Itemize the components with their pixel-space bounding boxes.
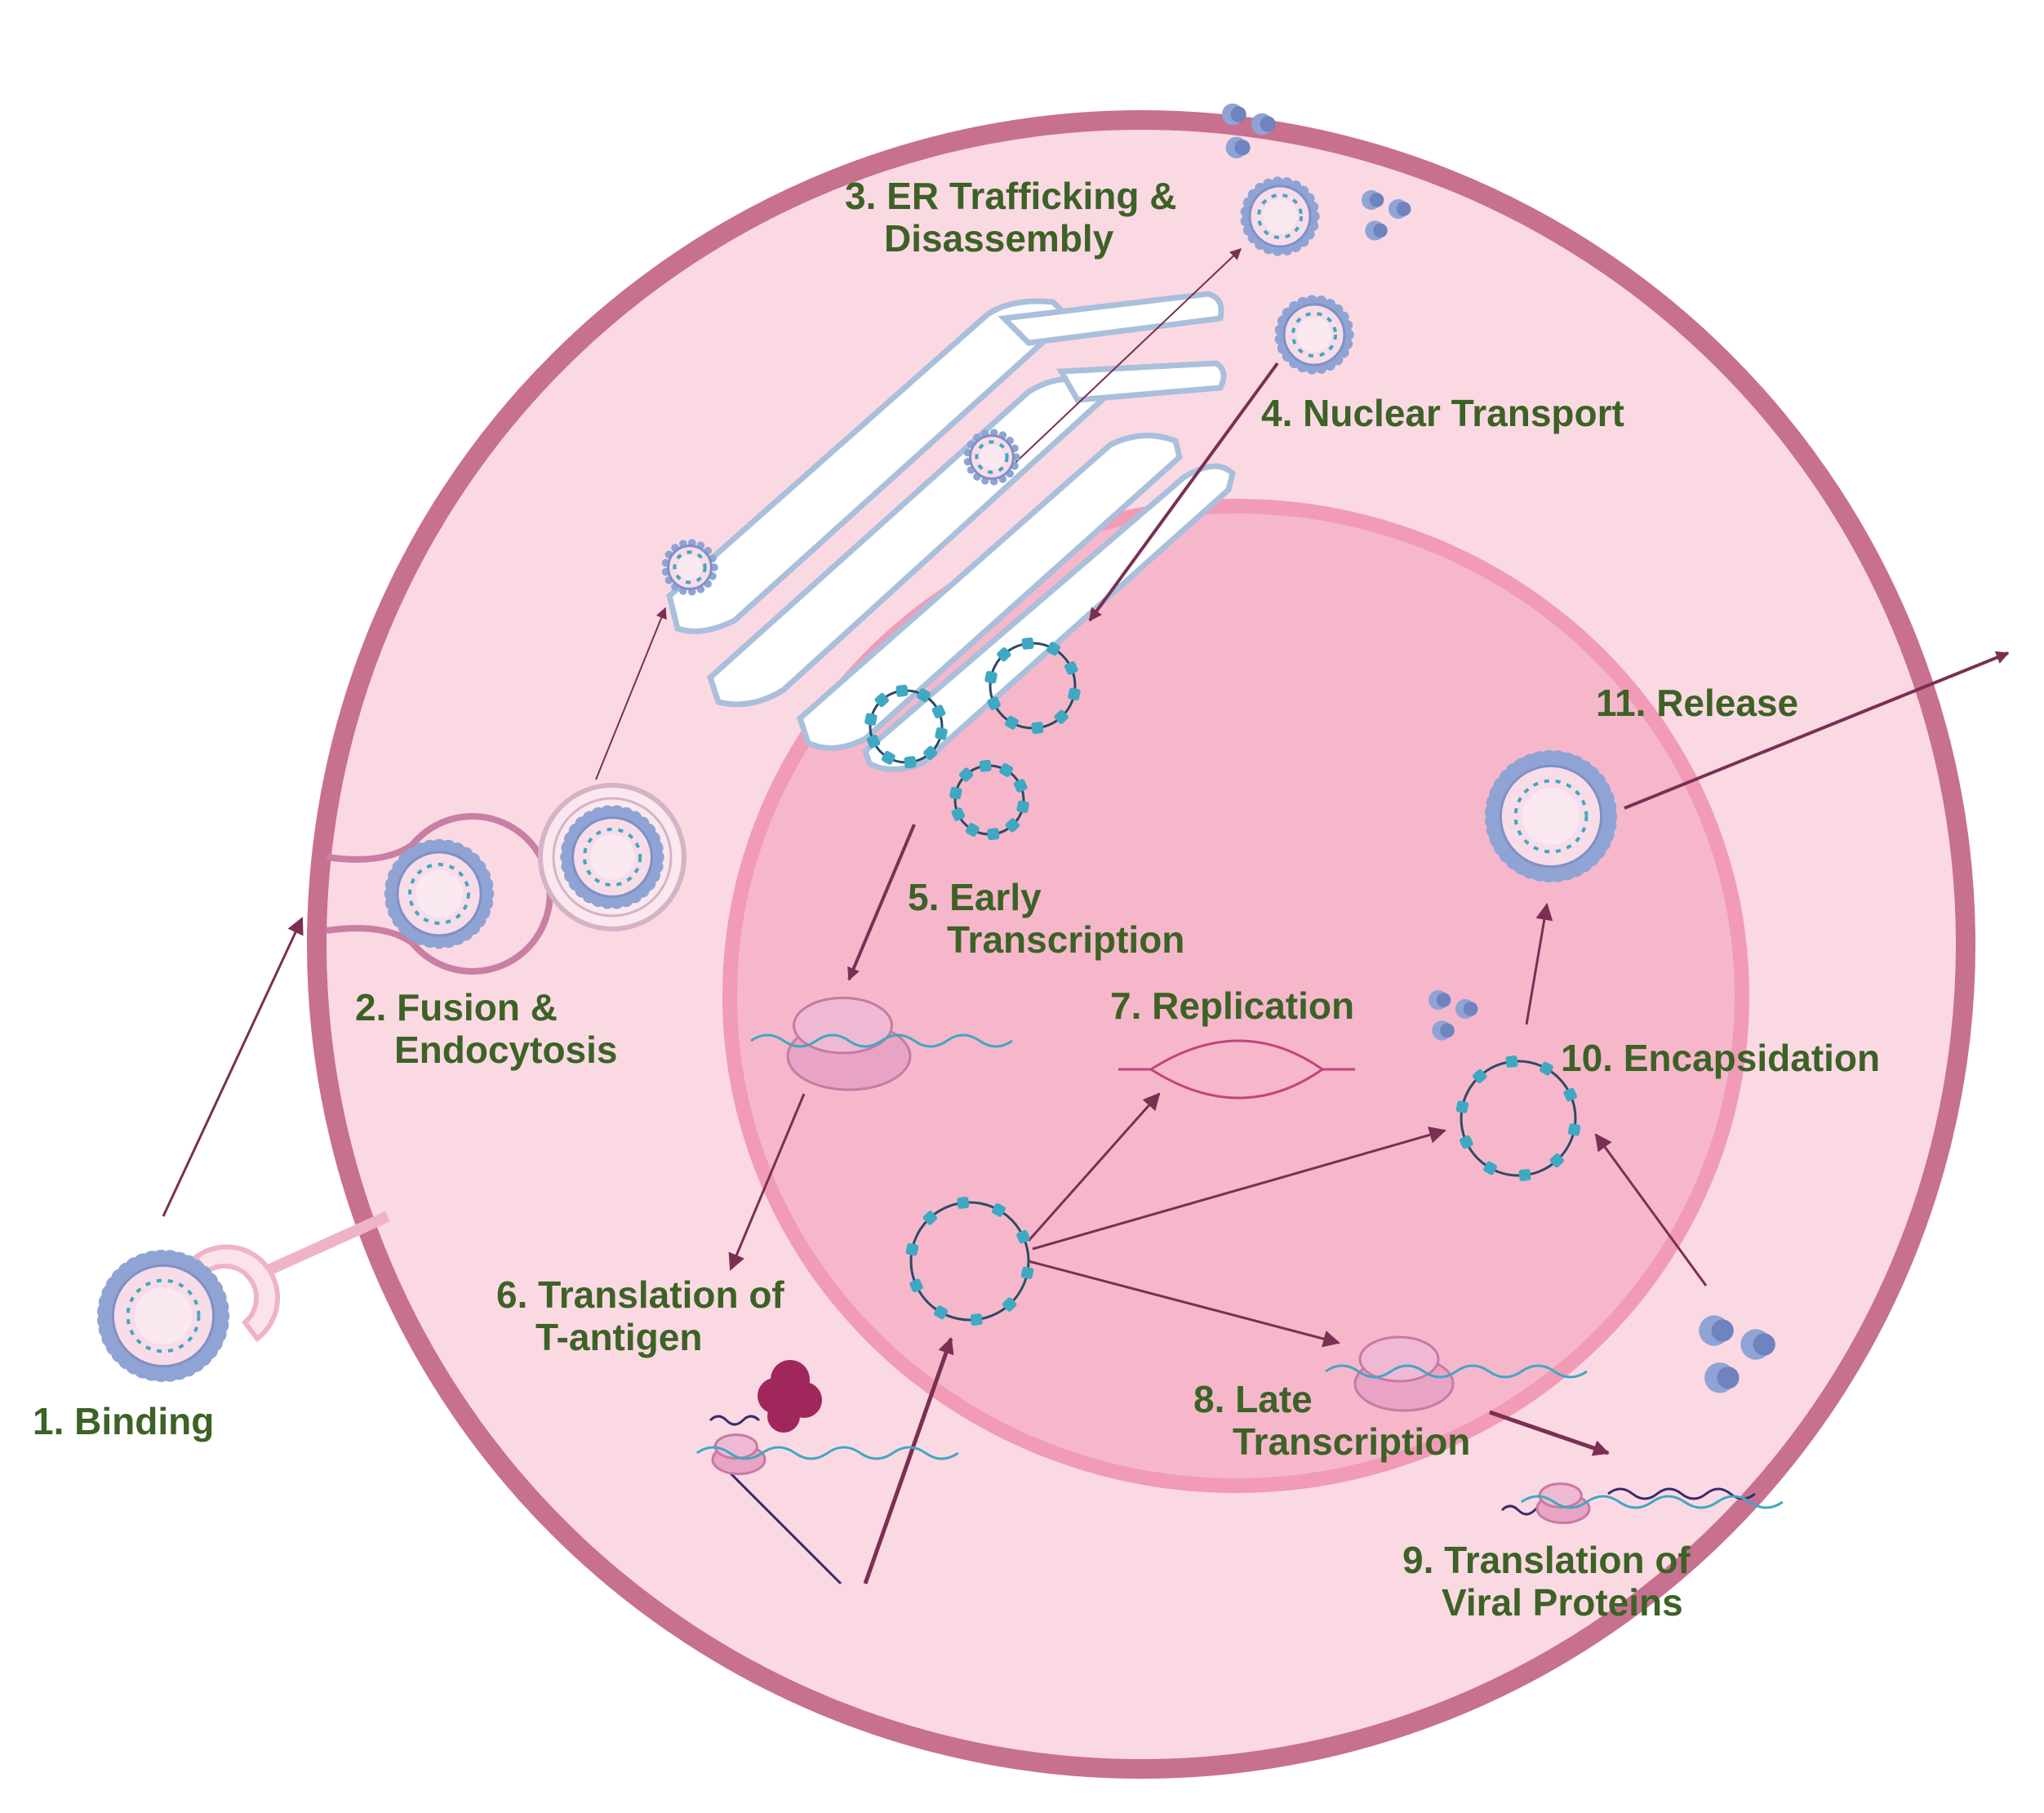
label-replication: 7. Replication [1110, 984, 1354, 1027]
vesicle-inner [552, 797, 673, 918]
t-antigen-icon [758, 1360, 822, 1433]
arrow-proteins-to-encapsidation [1594, 1133, 1708, 1286]
genome-icon-3 [949, 759, 1029, 841]
step-text-2: Disassembly [884, 217, 1114, 260]
arrow-er-to-disassembly [1003, 248, 1242, 474]
capsid-proteins-cyto-icon [1699, 1315, 1775, 1393]
genome-encapsidation-icon [1455, 1055, 1581, 1181]
label-fusion: 2. Fusion & Endocytosis [355, 986, 618, 1071]
capsid-proteins-right-icon [1361, 189, 1411, 241]
arrow-to-tantigen [728, 1093, 806, 1271]
arrow-to-early-transcription [847, 824, 916, 981]
step-text-2: Endocytosis [394, 1029, 618, 1071]
arrows [162, 248, 2010, 1584]
step-number: 8. [1193, 1378, 1225, 1420]
label-viral-proteins: 9. Translation of Viral Proteins [1402, 1539, 1691, 1624]
virion-er-icon [963, 429, 1020, 486]
step-text-2: T-antigen [535, 1316, 703, 1358]
step-text: Encapsidation [1623, 1037, 1881, 1079]
label-encapsidation: 10. Encapsidation [1561, 1037, 1880, 1079]
arrow-vesicle-to-er [595, 607, 667, 780]
step-text-2: Transcription [947, 918, 1185, 961]
nucleus [722, 499, 1749, 1493]
capsid-nuclear-icon [1274, 295, 1354, 375]
virion-vesicle-icon [560, 805, 664, 909]
step-number: 4. [1261, 392, 1293, 434]
step-text: Early [949, 876, 1042, 918]
label-nuclear: 4. Nuclear Transport [1261, 392, 1624, 434]
ribosome-viral-proteins-icon [1520, 1482, 1784, 1525]
step-text: Translation of [1444, 1539, 1691, 1581]
virion-binding-icon [97, 1249, 230, 1383]
virion-endocytosis-icon [384, 838, 495, 949]
step-number: 10. [1561, 1037, 1613, 1079]
step-number: 2. [355, 986, 387, 1029]
step-text-2: Transcription [1233, 1420, 1471, 1463]
ribosome-tantigen-icon [695, 1433, 959, 1476]
label-early: 5. Early Transcription [908, 876, 1184, 961]
virion-release-icon [1485, 749, 1618, 883]
capsid-proteins-top-icon [1221, 103, 1276, 158]
capsid-disassembly-icon [1240, 176, 1320, 256]
step-text: Translation of [538, 1273, 784, 1316]
step-text: Binding [74, 1400, 215, 1442]
arrow-to-late-transcription [1028, 1260, 1341, 1348]
genome-replicated-icon [905, 1197, 1034, 1326]
step-text: Replication [1152, 984, 1355, 1027]
receptor-icon [193, 1211, 390, 1343]
label-release: 11. Release [1596, 682, 1798, 724]
step-text-2: Viral Proteins [1442, 1581, 1683, 1624]
step-number: 3. [845, 175, 877, 217]
ribosome-early-icon [750, 997, 1013, 1091]
genome-icon-2 [984, 637, 1081, 735]
capsid-proteins-encap-icon [1428, 989, 1478, 1041]
step-number: 11. [1596, 682, 1646, 724]
arrow-tantigen-to-genome [863, 1337, 954, 1584]
arrow-release [1624, 651, 2010, 810]
step-number: 7. [1110, 984, 1142, 1027]
label-er: 3. ER Trafficking & Disassembly [845, 175, 1176, 260]
arrow-to-encapsidation-a [1032, 1126, 1447, 1251]
step-number: 1. [33, 1400, 64, 1442]
label-binding: 1. Binding [33, 1400, 214, 1442]
label-late: 8. Late Transcription [1193, 1378, 1470, 1463]
replicating-dna-icon [1118, 1039, 1355, 1100]
arrow-binding-to-fusion [162, 917, 304, 1217]
ribosome-late-icon [1325, 1335, 1588, 1412]
step-number: 6. [496, 1273, 528, 1316]
step-text: ER Trafficking & [886, 175, 1177, 217]
step-text: Release [1656, 682, 1799, 724]
arrow-encapsidation-to-virion [1525, 902, 1553, 1025]
step-number: 9. [1402, 1539, 1434, 1581]
step-text: Fusion & [397, 986, 558, 1029]
step-text: Late [1235, 1378, 1313, 1420]
genome-icon-1 [864, 684, 948, 769]
step-text: Nuclear Transport [1303, 392, 1624, 434]
arrow-to-replication [1027, 1092, 1161, 1242]
step-number: 5. [908, 876, 940, 918]
label-tantigen: 6. Translation of T-antigen [496, 1273, 784, 1358]
virion-er-entry-icon [661, 539, 718, 596]
mrna-icon [709, 1415, 842, 1585]
arrow-to-viral-proteins [1489, 1410, 1610, 1456]
arrow-nuclear-transport [1088, 362, 1279, 622]
